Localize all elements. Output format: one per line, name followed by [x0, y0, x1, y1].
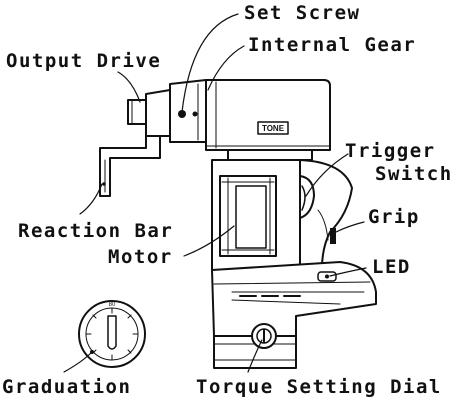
- grip: [299, 159, 353, 271]
- base-housing: [211, 261, 377, 337]
- output-drive: [127, 99, 147, 125]
- leader-output-drive: [117, 71, 141, 103]
- leader-torque-dial: [247, 339, 263, 373]
- leader-motor: [183, 225, 235, 257]
- leader-reaction-bar: [79, 183, 103, 215]
- label-reaction-bar: Reaction Bar: [18, 220, 174, 242]
- brand-badge-text: TONE: [262, 124, 285, 133]
- label-internal-gear: Internal Gear: [248, 34, 417, 56]
- internal-gear-housing: [205, 79, 331, 151]
- label-grip: Grip: [368, 206, 420, 228]
- leader-led: [329, 267, 367, 277]
- reaction-bar: [99, 135, 161, 197]
- label-torque-dial: Torque Setting Dial: [196, 376, 442, 398]
- label-graduation: Graduation: [2, 376, 132, 398]
- label-switch: Switch: [375, 163, 453, 185]
- label-set-screw: Set Screw: [244, 2, 361, 24]
- leader-graduation: [63, 351, 93, 373]
- front-housing: [145, 89, 171, 137]
- brand-badge-frame: [257, 121, 289, 135]
- leader-set-screw: [181, 13, 239, 113]
- label-led: LED: [372, 256, 411, 278]
- dial-top-mark: 80: [109, 302, 116, 308]
- leader-grip: [335, 221, 365, 233]
- leader-internal-gear: [207, 45, 245, 91]
- label-output-drive: Output Drive: [6, 50, 162, 72]
- label-trigger: Trigger: [345, 140, 436, 162]
- leader-trigger: [305, 153, 349, 197]
- label-motor: Motor: [108, 246, 173, 268]
